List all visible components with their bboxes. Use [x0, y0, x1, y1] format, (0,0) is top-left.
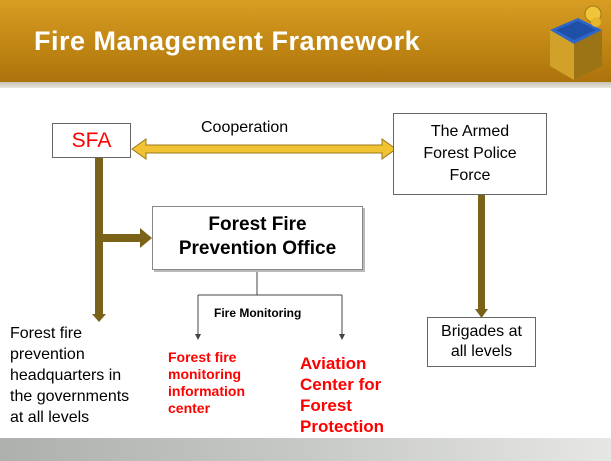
- brigades-line-1: Brigades at: [441, 323, 522, 340]
- title-bar: Fire Management Framework: [0, 0, 611, 88]
- sfa-trunk-arrow: [95, 158, 103, 315]
- brigades-arrowhead: [475, 309, 488, 318]
- office-line-2: Prevention Office: [178, 238, 337, 259]
- headquarters-arrowhead: [92, 314, 106, 322]
- fire-monitoring-label: Fire Monitoring: [214, 306, 302, 320]
- fire-prevention-office-node: Forest Fire Prevention Office: [152, 206, 363, 270]
- cooperation-label: Cooperation: [201, 119, 289, 136]
- police-trunk-arrow: [478, 194, 485, 310]
- headquarters-line-2: prevention: [10, 346, 85, 363]
- armed-police-line-2: Forest Police: [423, 145, 517, 162]
- slide-title: Fire Management Framework: [34, 26, 421, 56]
- headquarters-line-1: Forest fire: [10, 325, 83, 342]
- armed-police-node: The Armed Forest Police Force: [393, 113, 547, 195]
- title-underline: [0, 82, 611, 88]
- cooperation-double-arrow: [131, 138, 397, 160]
- monitoring-center-line-4: center: [168, 400, 211, 416]
- monitoring-center-line-2: monitoring: [168, 366, 242, 382]
- sfa-node: SFA: [52, 123, 131, 158]
- aviation-line-4: Protection: [300, 417, 385, 436]
- headquarters-line-4: the governments: [10, 388, 130, 405]
- monitoring-center-line-3: information: [168, 383, 245, 399]
- armed-police-line-1: The Armed: [430, 123, 510, 140]
- armed-police-line-3: Force: [449, 167, 491, 184]
- footer-bar: [0, 438, 611, 461]
- aviation-line-1: Aviation: [300, 354, 367, 373]
- sfa-label: SFA: [71, 129, 112, 152]
- headquarters-line-5: at all levels: [10, 409, 90, 426]
- office-arrowhead: [140, 228, 152, 248]
- aviation-line-3: Forest: [300, 396, 352, 415]
- brigades-line-2: all levels: [450, 343, 513, 360]
- headquarters-line-3: headquarters in: [10, 367, 122, 384]
- office-line-1: Forest Fire: [208, 214, 307, 235]
- office-arrow: [103, 234, 141, 242]
- monitoring-center-line-1: Forest fire: [168, 349, 237, 365]
- cube-logo-icon: [550, 5, 602, 80]
- brigades-node: Brigades at all levels: [427, 317, 536, 367]
- aviation-line-2: Center for: [300, 375, 382, 394]
